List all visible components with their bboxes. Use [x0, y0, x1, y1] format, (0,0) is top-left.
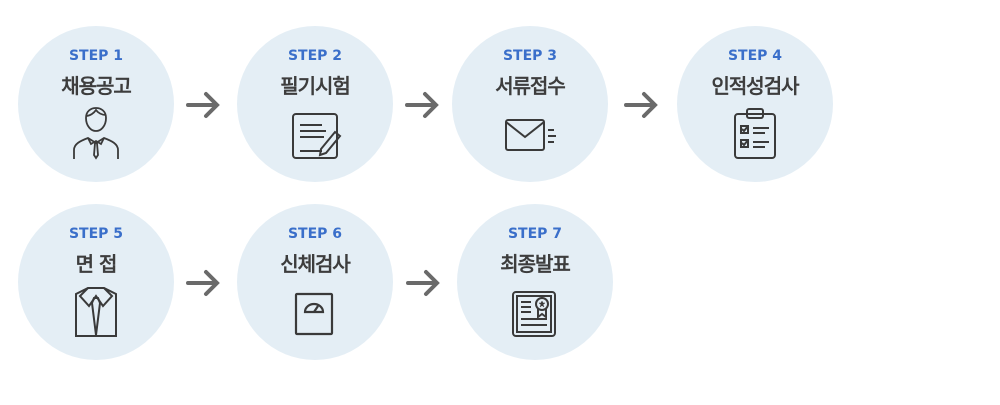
step-7: STEP 7 최종발표: [457, 204, 613, 360]
step-2: STEP 2 필기시험: [237, 26, 393, 182]
step-label: STEP 4: [727, 48, 783, 64]
step-title: 필기시험: [280, 74, 351, 98]
arrow-right-icon: [186, 92, 220, 118]
step-title: 채용공고: [61, 74, 132, 98]
step-label: STEP 7: [507, 226, 563, 242]
step-title: 면 접: [75, 252, 118, 276]
step-label: STEP 3: [502, 48, 558, 64]
step-label: STEP 5: [68, 226, 124, 242]
step-1: STEP 1 채용공고: [18, 26, 174, 182]
step-label: STEP 1: [68, 48, 124, 64]
businessman-icon: [73, 107, 119, 160]
scale-icon: [294, 292, 334, 336]
arrow-right-icon: [406, 270, 440, 296]
arrow-right-icon: [405, 92, 439, 118]
shirt-tie-icon: [75, 287, 117, 337]
step-label: STEP 2: [287, 48, 343, 64]
envelope-icon: [505, 119, 556, 151]
step-title: 서류접수: [495, 74, 566, 98]
clipboard-checklist-icon: [734, 108, 776, 159]
arrow-right-icon: [624, 92, 658, 118]
arrow-right-icon: [186, 270, 220, 296]
step-3: STEP 3 서류접수: [452, 26, 608, 182]
step-title: 최종발표: [500, 252, 571, 276]
step-title: 인적성검사: [711, 74, 800, 98]
step-4: STEP 4 인적성검사: [677, 26, 833, 182]
step-5: STEP 5 면 접: [18, 204, 174, 360]
step-6: STEP 6 신체검사: [237, 204, 393, 360]
document-pen-icon: [292, 113, 342, 159]
step-label: STEP 6: [287, 226, 343, 242]
certificate-icon: [512, 291, 556, 337]
step-title: 신체검사: [280, 252, 351, 276]
